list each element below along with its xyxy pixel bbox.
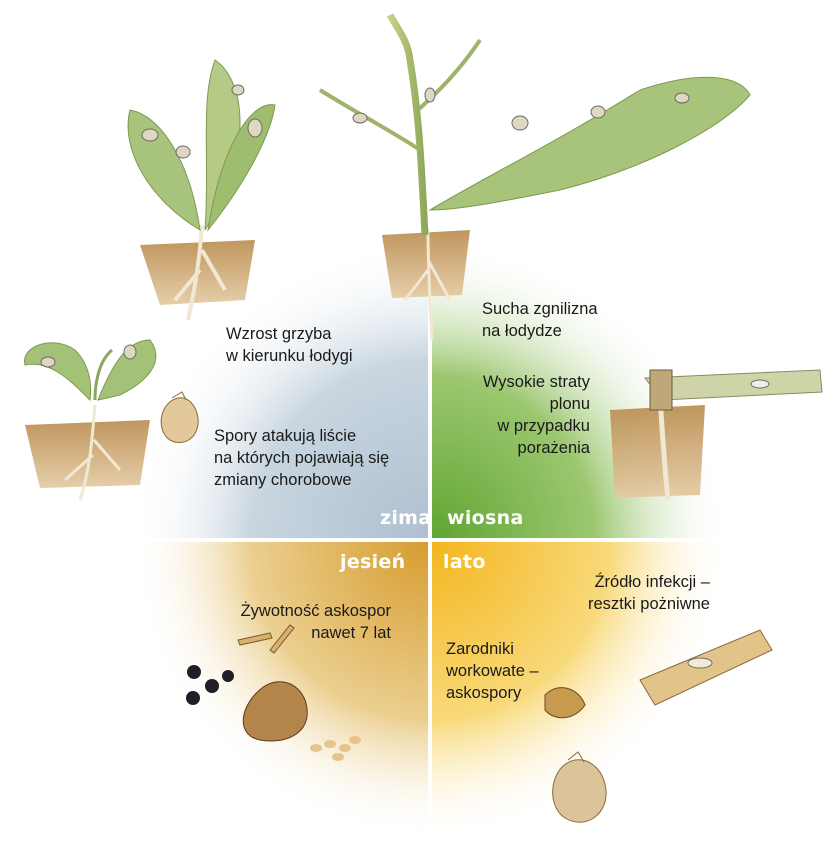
caption-dry-rot: Sucha zgnilizna na łodydze [482, 298, 598, 342]
season-label-summer: lato [443, 551, 486, 573]
caption-infection-source: Źródło infekcji – resztki pożniwne [540, 571, 710, 615]
caption-ascospore-viability: Żywotność askospor nawet 7 lat [215, 600, 391, 644]
caption-spores-attack: Spory atakują liście na których pojawiaj… [214, 425, 389, 491]
caption-yield-loss: Wysokie straty plonu w przypadku porażen… [455, 371, 590, 459]
caption-fungus-growth: Wzrost grzyba w kierunku łodygi [226, 323, 353, 367]
rosette-plant-with-roots [128, 60, 275, 320]
young-seedling-with-roots [25, 340, 156, 500]
season-label-winter: zima [380, 507, 431, 529]
season-label-autumn: jesień [340, 551, 405, 573]
season-label-spring: wiosna [447, 507, 524, 529]
caption-ascospores: Zarodniki workowate – askospory [446, 638, 539, 704]
